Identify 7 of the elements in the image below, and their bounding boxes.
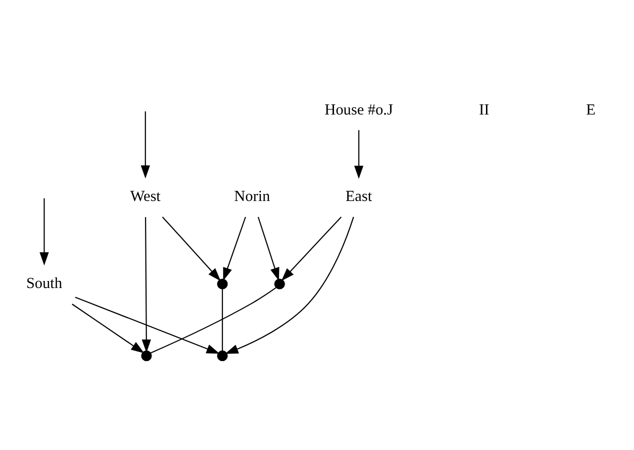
label: E (586, 100, 596, 118)
label: II (479, 100, 490, 118)
node-text: House #o.J (324, 100, 393, 118)
node-text: East (346, 188, 372, 205)
node-text: Norin (234, 188, 270, 205)
node-text: West (130, 188, 161, 205)
node-text: South (26, 274, 62, 292)
